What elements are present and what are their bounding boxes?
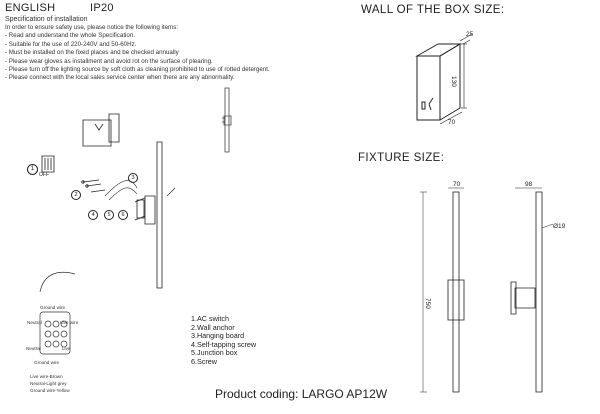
wire-ground-top: Ground wire — [40, 305, 66, 310]
callout-6: 6 — [118, 210, 128, 220]
switch-detail — [83, 120, 111, 146]
language-label: ENGLISH — [5, 2, 56, 14]
legend-item: 5.Junction box — [191, 348, 238, 358]
wire-ground-bottom: Ground wire — [34, 360, 60, 365]
switch-off-label: OFF — [39, 172, 49, 178]
box-depth-label: 25 — [466, 31, 474, 38]
fixture-size-title: FIXTURE SIZE: — [358, 152, 445, 164]
fixture-front-bar — [453, 192, 459, 392]
box-switch-mark — [422, 102, 425, 109]
callout-1: 1 — [27, 164, 38, 175]
legend-item: 4.Self-tapping screw — [191, 339, 257, 349]
box-width-label: 70 — [448, 119, 456, 126]
product-coding: Product coding: LARGO AP12W — [215, 387, 388, 401]
legend-item: 3.Hanging board — [191, 331, 245, 341]
box-height-label: 130 — [450, 76, 457, 87]
fixture-diameter-label: Ø19 — [553, 223, 566, 230]
legend-item: 2.Wall anchor — [191, 322, 235, 332]
callout-3: 3 — [128, 173, 138, 183]
fixture-side-bracket — [515, 288, 535, 308]
installation-diagram — [25, 100, 195, 300]
box-top-face — [417, 44, 460, 56]
wiring-note: Ground wire-Yellow — [30, 388, 70, 393]
box-front-face — [417, 56, 440, 120]
wire-neutral-mid: Neutral — [26, 346, 41, 351]
wire-neutral-left: Neutral — [27, 320, 42, 325]
spec-item: In order to ensure safety use, please no… — [5, 24, 179, 31]
legend-item: 6.Screw — [191, 356, 217, 366]
wire-live-mid: Live — [62, 346, 71, 351]
ip-rating-label: IP20 — [90, 2, 114, 14]
callout-4: 4 — [88, 210, 98, 220]
wall-plate — [145, 196, 155, 224]
fixture-front-plate — [448, 280, 464, 320]
fixture-width-label: 70 — [453, 181, 461, 188]
wiring-diagram — [20, 262, 90, 382]
product-sketch — [205, 82, 255, 162]
fixture-length-label: 750 — [424, 298, 431, 309]
wiring-note: Live wire-Brown — [30, 374, 63, 379]
spec-title: Specification of installation — [5, 16, 88, 23]
fixture-front-view: 750 70 — [415, 181, 485, 410]
box-diagram: 25 130 70 — [400, 31, 474, 126]
fixture-side-bar — [536, 192, 542, 392]
spec-item: - Please turn off the lighting source by… — [5, 66, 270, 74]
spec-list: In order to ensure safety use, please no… — [5, 24, 345, 83]
lamp-bar — [157, 142, 162, 288]
callout-5: 5 — [104, 210, 114, 220]
wire-live-right: Live wire — [60, 320, 79, 325]
box-side-face — [440, 44, 460, 120]
fixture-side-view: 98 Ø19 — [505, 181, 566, 410]
wiring-note: Neutral-Light grey — [30, 381, 67, 386]
spec-item: - Please connect with the local sales se… — [5, 74, 235, 82]
legend-item: 1.AC switch — [191, 314, 229, 323]
spec-item: - Please wear gloves as installment and … — [5, 57, 213, 65]
parts-legend: 1.AC switch 2.Wall anchor 3.Hanging boar… — [191, 314, 257, 367]
box-size-title: WALL OF THE BOX SIZE: — [361, 4, 505, 16]
spec-item: - Read and understand the whole Specific… — [5, 32, 136, 40]
callout-2: 2 — [71, 190, 81, 200]
spec-item: - Suitable for the use of 220-240V and 5… — [5, 40, 137, 48]
box-bracket-mark — [429, 98, 433, 110]
fixture-depth-label: 98 — [525, 181, 533, 188]
spec-item: - Must be installed on the fixed places … — [5, 49, 179, 57]
